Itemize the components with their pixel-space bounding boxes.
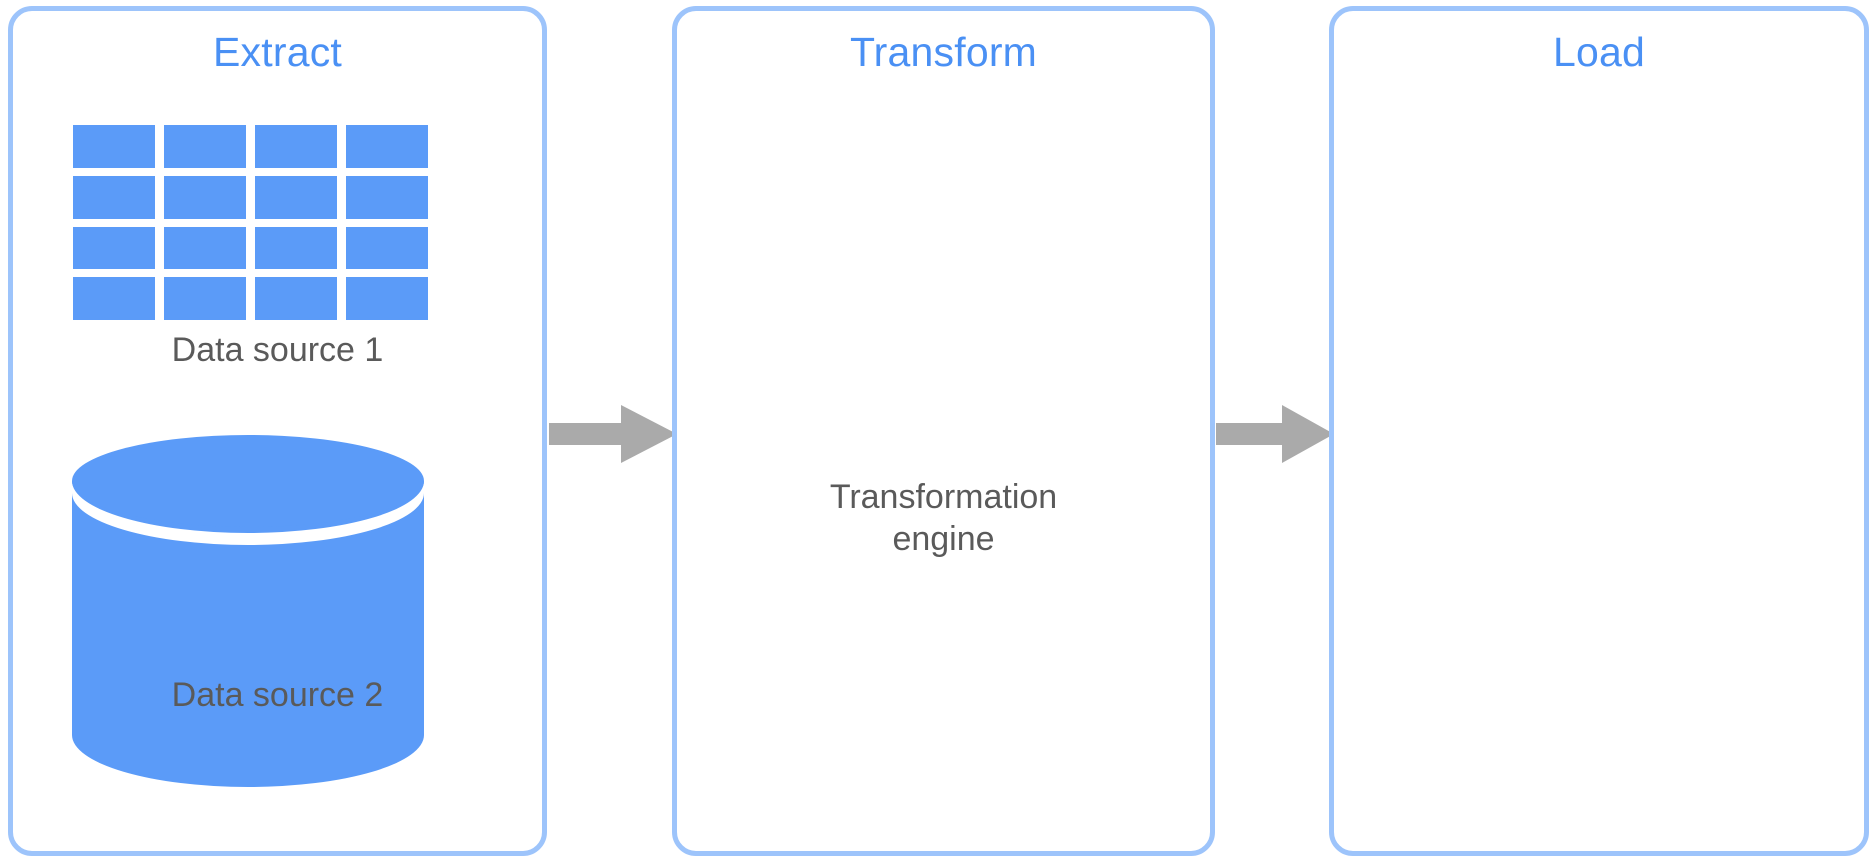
stage-panel-extract: Extract Data source 1	[8, 6, 547, 856]
table-cell	[255, 226, 337, 270]
data-source-2-label: Data source 2	[171, 676, 384, 714]
table-cell	[73, 175, 155, 219]
table-cell	[73, 277, 155, 320]
table-cell	[255, 175, 337, 219]
transformation-engine-label: Transformation engine	[829, 478, 1058, 558]
table-cell	[164, 175, 246, 219]
stage-panel-transform: Transform	[672, 6, 1589, 856]
panel-title-transform: Transform	[849, 29, 1038, 75]
table-cell	[255, 277, 337, 320]
data-source-1-table-icon	[73, 125, 428, 320]
table-cell	[346, 226, 428, 270]
table-cell	[73, 125, 155, 168]
arrow-extract-to-transform-icon	[549, 405, 677, 463]
arrow-transform-to-load-icon	[1216, 405, 1334, 463]
table-cell	[164, 125, 246, 168]
table-cell	[164, 277, 246, 320]
stage-panel-load: Load Target	[1329, 6, 1869, 856]
data-source-2-cylinder-icon	[68, 435, 428, 795]
table-cell	[164, 226, 246, 270]
table-grid	[73, 125, 428, 320]
table-cell	[346, 125, 428, 168]
data-source-1-label: Data source 1	[171, 331, 384, 369]
table-cell	[346, 277, 428, 320]
table-cell	[255, 125, 337, 168]
panel-title-load: Load	[1552, 29, 1645, 75]
table-cell	[346, 175, 428, 219]
table-cell	[73, 226, 155, 270]
panel-title-extract: Extract	[213, 29, 342, 75]
